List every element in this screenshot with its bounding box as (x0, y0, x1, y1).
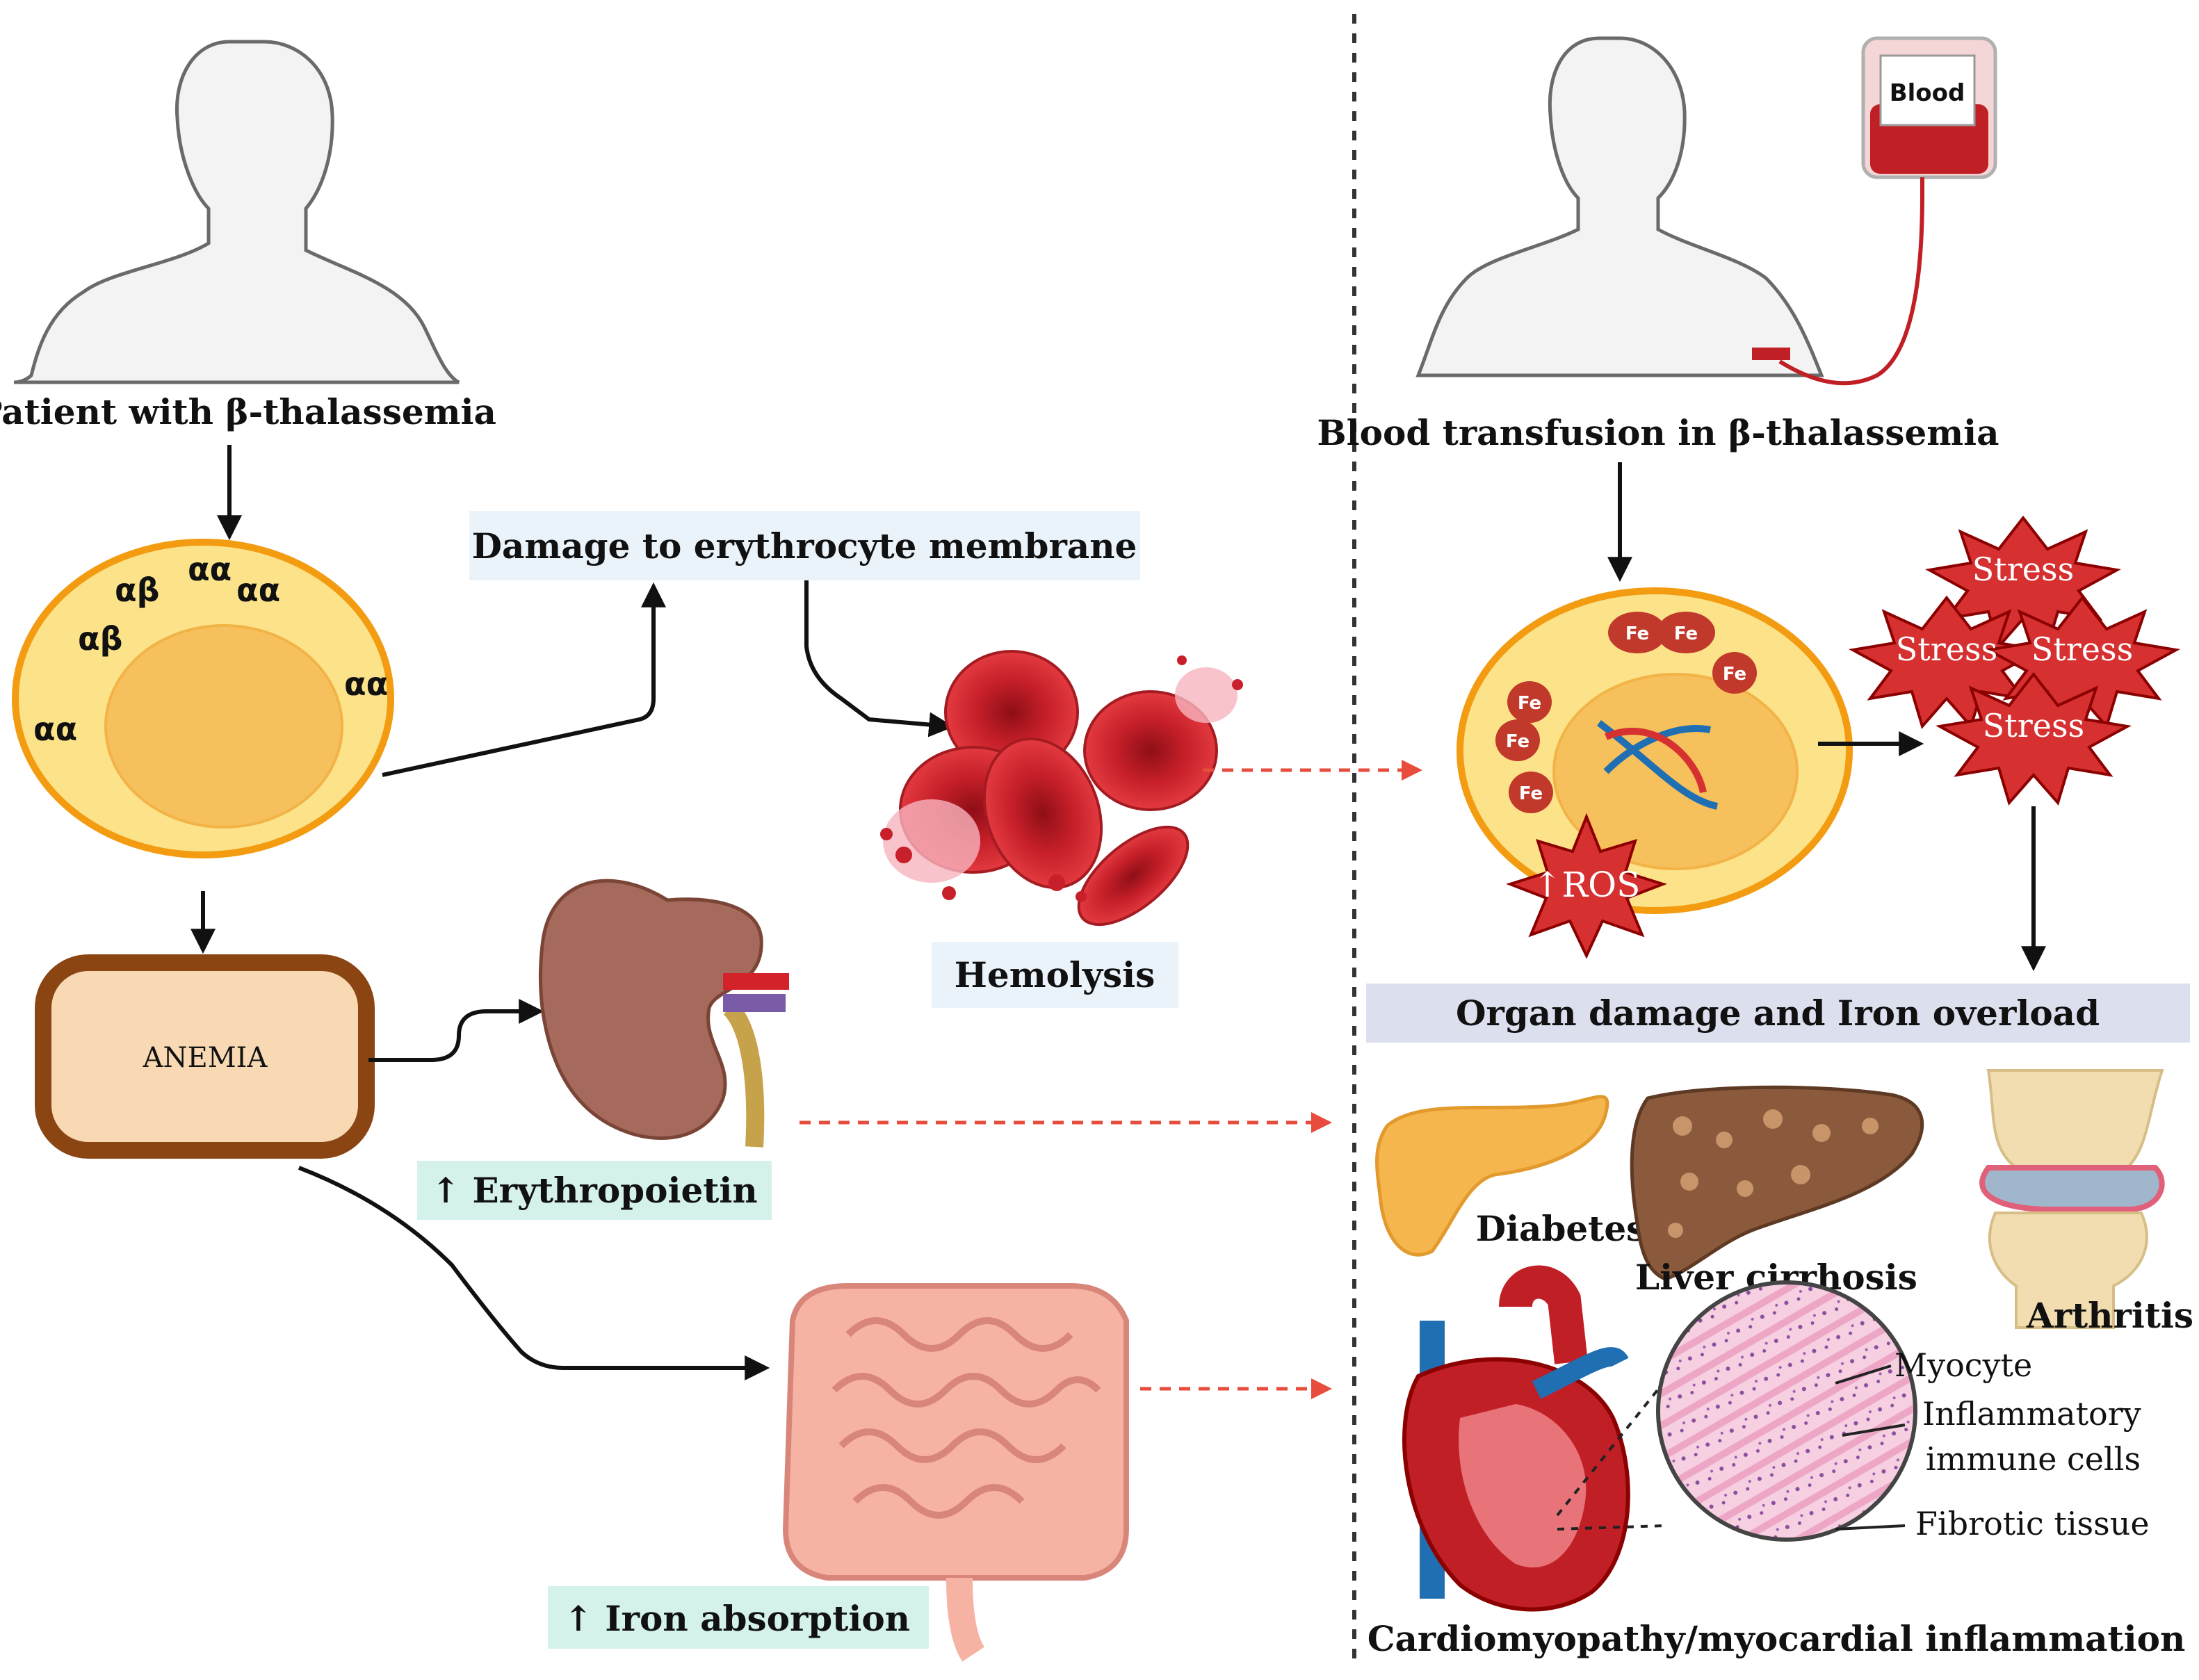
globin-chains: αα αβ αα αβ αα αα (33, 551, 388, 748)
anemia-box (35, 954, 375, 1159)
fe-label: Fe (1723, 664, 1746, 685)
patient-silhouette (13, 40, 460, 384)
epo-label: ↑ Erythropoietin (431, 1170, 758, 1211)
heart-illustration (1402, 1265, 1630, 1612)
chain-label: αβ (115, 571, 160, 609)
fe-label: Fe (1518, 693, 1541, 714)
stress-label: Stress (1896, 630, 1997, 668)
fe-label: Fe (1506, 731, 1529, 752)
zoom-line-2 (1557, 1524, 1666, 1531)
stress-stars (1848, 515, 2181, 806)
chain-label: αα (236, 571, 280, 609)
arthritis-label: Arthritis (2026, 1295, 2193, 1336)
ros-star (1505, 813, 1668, 959)
fe-label: Fe (1674, 623, 1698, 644)
arrow-anemia-to-kidney (368, 999, 544, 1062)
knee-joint-illustration (1979, 1069, 2165, 1329)
damage-label: Damage to erythrocyte membrane (472, 525, 1137, 566)
diabetes-label: Diabetes (1476, 1208, 1646, 1249)
organ-label-box (1366, 984, 2190, 1043)
stress-label: Stress (1972, 551, 2074, 588)
inflammatory-pointer (1842, 1424, 1906, 1437)
fe-label: Fe (1625, 623, 1649, 644)
anemia-label: ANEMIA (143, 1042, 268, 1074)
organ-label: Organ damage and Iron overload (1456, 993, 2100, 1034)
stress-label: Stress (1983, 707, 2084, 744)
arrow-damage-to-hemolysis (804, 580, 955, 737)
rbc-cluster (880, 650, 1243, 927)
ros-label: ↑ROS (1533, 865, 1641, 905)
myocyte-pointer (1835, 1364, 1892, 1385)
hemolysis-label: Hemolysis (955, 954, 1155, 995)
iron-label-box (548, 1586, 929, 1649)
thalassemia-cell (12, 539, 394, 858)
liver-illustration (1630, 1085, 1924, 1281)
transfusion-label: Blood transfusion in β-thalassemia (1317, 412, 1999, 453)
fibrotic-label: Fibrotic tissue (1915, 1505, 2150, 1542)
myocardial-tissue-zoom (1656, 1280, 1917, 1542)
intestine-illustration (782, 1283, 1129, 1662)
blood-bag (1752, 36, 1997, 386)
fibrotic-pointer (1835, 1524, 1906, 1531)
transfusion-patient-silhouette (1415, 36, 1824, 377)
damage-label-box (469, 511, 1140, 580)
chain-label: αα (33, 710, 77, 748)
stress-label: Stress (2031, 630, 2133, 668)
blood-bag-label: Blood (1890, 79, 1965, 107)
chain-label: αα (344, 665, 388, 703)
hemolysis-label-box (932, 942, 1178, 1008)
inflammatory-label-1: Inflammatory (1922, 1395, 2141, 1433)
inflammatory-label-2: immune cells (1926, 1440, 2141, 1478)
epo-label-box (417, 1161, 772, 1220)
cardio-label: Cardiomyopathy/myocardial inflammation (1368, 1618, 2186, 1659)
myocyte-label: Myocyte (1894, 1346, 2032, 1384)
iron-label: ↑ Iron absorption (564, 1598, 910, 1639)
patient-label: Patient with β-thalassemia (0, 391, 496, 432)
chain-label: αβ (78, 620, 123, 658)
pancreas-illustration (1375, 1095, 1609, 1257)
kidney-illustration (539, 879, 789, 1148)
arrow-anemia-to-intestine (298, 1166, 770, 1380)
chain-label: αα (188, 551, 232, 588)
fe-label: Fe (1519, 783, 1543, 804)
arrow-cell-to-damage (382, 582, 666, 777)
fe-particles (1495, 612, 1757, 813)
